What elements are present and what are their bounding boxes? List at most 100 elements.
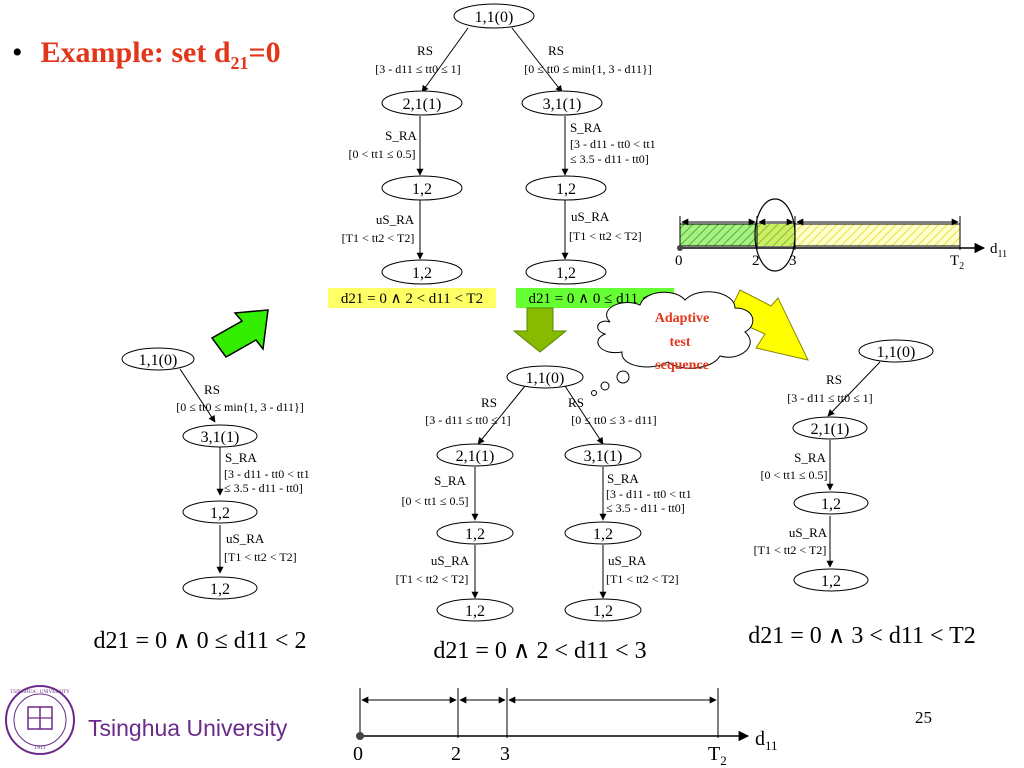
- node-12-label: 1,2: [556, 181, 576, 198]
- edge-label: uS_RA: [431, 553, 470, 568]
- node-12-label: 1,2: [210, 505, 230, 522]
- node-12-label: 1,2: [412, 181, 432, 198]
- node-21: [792, 416, 868, 440]
- top-tree: 1,1(0) 2,1(1) 3,1(1) 1,2 1,2 1,2 1,2 RS …: [328, 3, 674, 308]
- edge-label: S_RA: [794, 450, 826, 465]
- edge-label: uS_RA: [376, 212, 415, 227]
- node-root-label: 1,1(0): [877, 344, 916, 361]
- cloud-line-3: sequence: [655, 358, 709, 373]
- node-12: [793, 491, 869, 515]
- node-root-label: 1,1(0): [526, 370, 565, 387]
- right-tree: 1,1(0) 2,1(1) 1,2 1,2 RS [3 - d11 ≤ tt0 …: [748, 339, 976, 649]
- guard-label: ≤ 3.5 - d11 - tt0]: [570, 152, 649, 166]
- tick-0: 0: [353, 743, 363, 765]
- edge-label: uS_RA: [226, 531, 265, 546]
- node-12-label: 1,2: [412, 265, 432, 282]
- guard-label: [3 - d11 ≤ tt0 ≤ 1]: [425, 413, 510, 427]
- edge-label: RS: [568, 395, 584, 410]
- node-12-label: 1,2: [465, 603, 485, 620]
- node-21: [381, 90, 463, 116]
- guard-label: [3 - d11 - tt0 < tt1: [570, 137, 656, 151]
- node-12-label: 1,2: [593, 603, 613, 620]
- guard-label: [T1 < tt2 < T2]: [224, 550, 297, 564]
- bottom-axis: 0 2 3 T2 d11: [353, 688, 778, 768]
- guard-label: [0 < tt1 ≤ 0.5]: [401, 494, 468, 508]
- guard-label: [3 - d11 ≤ tt0 ≤ 1]: [375, 62, 460, 76]
- node-31: [521, 90, 603, 116]
- node-31-label: 3,1(1): [584, 448, 623, 465]
- guard-label: [0 < tt1 ≤ 0.5]: [348, 147, 415, 161]
- logo-year: 1911: [34, 745, 46, 751]
- adaptive-cloud: Adaptive test sequence: [591, 291, 754, 396]
- guard-label: [0 ≤ tt0 ≤ min{1, 3 - d11}]: [524, 62, 652, 76]
- edge-label: S_RA: [434, 473, 466, 488]
- node-12-label: 1,2: [593, 526, 613, 543]
- edge-label: uS_RA: [571, 209, 610, 224]
- node-12: [436, 521, 514, 545]
- edge-label: S_RA: [385, 128, 417, 143]
- guard-label: [T1 < tt2 < T2]: [342, 231, 415, 245]
- title-sub: 21: [230, 53, 249, 73]
- tick-0: 0: [675, 253, 683, 269]
- guard-label: [0 ≤ tt0 ≤ min{1, 3 - d11}]: [176, 400, 304, 414]
- node-12-label: 1,2: [556, 265, 576, 282]
- tick-3: 3: [789, 253, 797, 269]
- guard-label: [T1 < tt2 < T2]: [569, 229, 642, 243]
- node-12: [793, 568, 869, 592]
- node-12: [182, 576, 258, 600]
- node-12-label: 1,2: [465, 526, 485, 543]
- node-31-label: 3,1(1): [543, 96, 582, 113]
- edge-label: uS_RA: [789, 525, 828, 540]
- node-12: [381, 175, 463, 201]
- page-number: 25: [915, 708, 932, 727]
- node-root: [453, 3, 535, 29]
- edge-label: uS_RA: [608, 553, 647, 568]
- node-root: [858, 339, 934, 363]
- left-tree: 1,1(0) 3,1(1) 1,2 1,2 RS [0 ≤ tt0 ≤ min{…: [94, 347, 310, 654]
- node-root-label: 1,1(0): [475, 9, 514, 26]
- edge-label: RS: [417, 43, 433, 58]
- logo-inner-text: TSINGHUA · UNIVERSITY: [10, 690, 70, 695]
- axis-label-d11: d11: [990, 241, 1007, 260]
- node-12: [525, 259, 607, 285]
- guard-label: [3 - d11 - tt0 < tt1: [224, 467, 310, 481]
- condition-bottom-mid: d21 = 0 ∧ 2 < d11 < 3: [433, 638, 646, 664]
- condition-bottom-right: d21 = 0 ∧ 3 < d11 < T2: [748, 623, 976, 649]
- node-12: [564, 598, 642, 622]
- tick-2: 2: [752, 253, 760, 269]
- bullet: •: [12, 36, 23, 69]
- guard-label: [0 ≤ tt0 ≤ 3 - d11]: [571, 413, 656, 427]
- node-31: [182, 424, 258, 448]
- tick-3: 3: [500, 743, 510, 765]
- edge-label: S_RA: [570, 120, 602, 135]
- edge-label: RS: [548, 43, 564, 58]
- edge-label: RS: [204, 382, 220, 397]
- node-12: [182, 500, 258, 524]
- tick-2: 2: [451, 743, 461, 765]
- guard-label: [T1 < tt2 < T2]: [396, 572, 469, 586]
- university-name: Tsinghua University: [88, 715, 288, 741]
- condition-highlight-yellow: [328, 288, 496, 308]
- edge-label: S_RA: [225, 450, 257, 465]
- green-arrow-left: [210, 309, 269, 358]
- node-21-label: 2,1(1): [403, 96, 442, 113]
- node-root: [506, 365, 584, 389]
- condition-top-left: d21 = 0 ∧ 2 < d11 < T2: [341, 291, 483, 307]
- node-12: [436, 598, 514, 622]
- node-31-label: 3,1(1): [201, 429, 240, 446]
- cloud-line-1: Adaptive: [655, 311, 709, 326]
- range-overlap: [757, 224, 795, 246]
- tsinghua-logo-icon: 1911 TSINGHUA · UNIVERSITY: [5, 685, 75, 755]
- node-12-label: 1,2: [821, 496, 841, 513]
- node-12: [381, 259, 463, 285]
- node-12-label: 1,2: [210, 581, 230, 598]
- node-root-label: 1,1(0): [139, 352, 178, 369]
- guard-label: [3 - d11 ≤ tt0 ≤ 1]: [787, 391, 872, 405]
- guard-label: [T1 < tt2 < T2]: [606, 572, 679, 586]
- node-12: [564, 521, 642, 545]
- tick-T2: T2: [950, 253, 964, 272]
- condition-bottom-left: d21 = 0 ∧ 0 ≤ d11 < 2: [94, 628, 307, 654]
- title-suffix: =0: [248, 36, 281, 69]
- node-12-label: 1,2: [821, 573, 841, 590]
